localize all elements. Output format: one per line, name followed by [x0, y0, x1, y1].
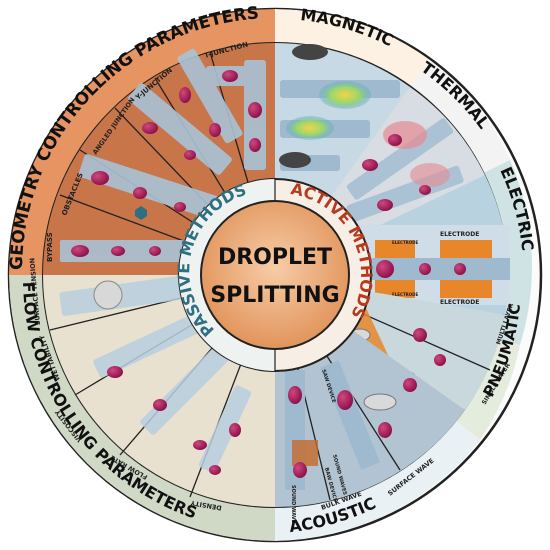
- acoustic-lens: [363, 393, 397, 411]
- electrode-top-small-label: ELECTRODE: [392, 240, 418, 245]
- acoustic-channel-2: [320, 360, 380, 470]
- center-disk: [200, 200, 350, 350]
- flow-droplets: [107, 366, 241, 475]
- center-title-line1: DROPLET: [218, 245, 332, 270]
- electric-channel: [365, 258, 510, 280]
- magnet-icon-2: [279, 152, 311, 168]
- heat-spot-1: [383, 121, 427, 149]
- magnetic-field-2: [286, 116, 334, 140]
- sublabel-bypass: BYPASS: [46, 232, 54, 262]
- thermal-droplets: [362, 134, 431, 211]
- lattice-region: [93, 280, 123, 310]
- sound-wave-label: SOUND WAVE: [290, 485, 296, 524]
- saw-transducer: [292, 440, 318, 466]
- electrode-top-label: ELECTRODE: [440, 231, 479, 238]
- magnetic-field-1: [319, 81, 371, 109]
- electrode-bottom-label: ELECTRODE: [440, 299, 479, 306]
- center-title-line2: SPLITTING: [210, 283, 339, 308]
- obstacle-shape: [135, 206, 147, 220]
- electrode-bottom-small-label: ELECTRODE: [392, 292, 418, 297]
- electric-droplets: [376, 260, 466, 278]
- geometry-droplets: [71, 70, 262, 257]
- acoustic-droplets: [288, 378, 417, 478]
- magnet-icon: [292, 44, 328, 60]
- heat-spot-2: [410, 163, 450, 187]
